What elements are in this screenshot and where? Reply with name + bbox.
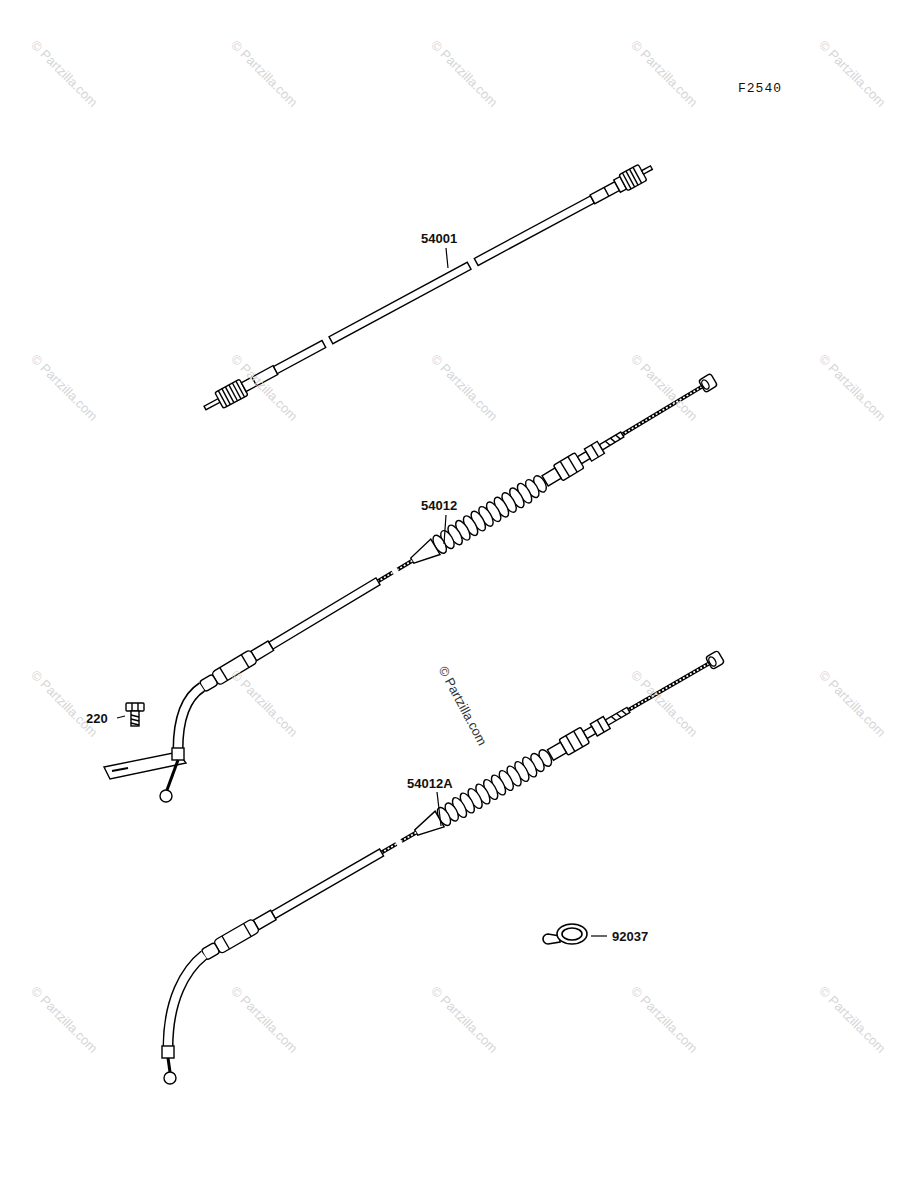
watermark: © Partzilla.com xyxy=(229,38,300,109)
watermark: © Partzilla.com xyxy=(629,38,700,109)
watermark: © Partzilla.com xyxy=(29,352,100,423)
leader-line xyxy=(117,248,607,936)
watermark: © Partzilla.com xyxy=(437,664,490,747)
watermark: © Partzilla.com xyxy=(229,984,300,1055)
watermark: © Partzilla.com xyxy=(429,38,500,109)
watermark: © Partzilla.com xyxy=(629,668,700,739)
callout-number: 92037 xyxy=(610,929,650,944)
watermark: © Partzilla.com xyxy=(629,984,700,1055)
watermark: © Partzilla.com xyxy=(29,668,100,739)
callout-number: 54012 xyxy=(419,498,459,513)
figure-code: F2540 xyxy=(738,82,782,95)
watermark: © Partzilla.com xyxy=(817,352,888,423)
watermark: © Partzilla.com xyxy=(629,352,700,423)
watermark: © Partzilla.com xyxy=(429,352,500,423)
watermark: © Partzilla.com xyxy=(817,984,888,1055)
watermark: © Partzilla.com xyxy=(29,38,100,109)
watermark: © Partzilla.com xyxy=(817,38,888,109)
watermark: © Partzilla.com xyxy=(229,668,300,739)
watermark: © Partzilla.com xyxy=(229,352,300,423)
watermark: © Partzilla.com xyxy=(29,984,100,1055)
watermark: © Partzilla.com xyxy=(429,984,500,1055)
callout-number: 54012A xyxy=(405,776,455,791)
callout-number: 54001 xyxy=(419,231,459,246)
watermark: © Partzilla.com xyxy=(817,668,888,739)
